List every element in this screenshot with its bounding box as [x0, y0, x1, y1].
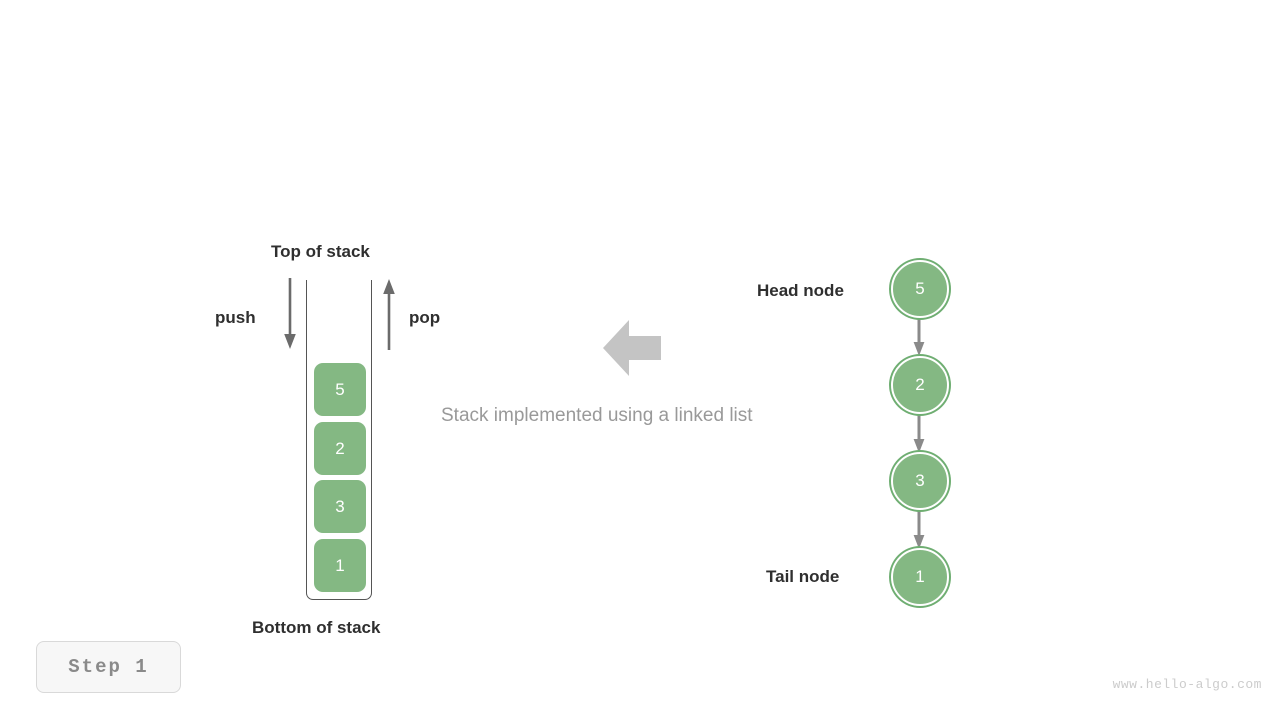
- link-arrow-icon: [913, 508, 925, 549]
- watermark: www.hello-algo.com: [1112, 677, 1262, 692]
- tail-node-label: Tail node: [766, 567, 840, 586]
- stack-block: 1: [314, 539, 366, 592]
- stack-container: 5 2 3 1: [306, 280, 372, 600]
- linked-list-node: 5: [891, 260, 949, 318]
- link-arrow-icon: [913, 315, 925, 356]
- step-badge-label: Step 1: [68, 656, 149, 678]
- linked-list-node: 1: [891, 548, 949, 606]
- link-arrow-icon: [913, 412, 925, 453]
- pop-arrow-icon: [383, 279, 395, 350]
- linked-list-node: 2: [891, 356, 949, 414]
- center-caption: Stack implemented using a linked list: [441, 405, 753, 426]
- push-arrow-icon: [284, 278, 296, 349]
- head-node-label: Head node: [757, 281, 844, 300]
- linked-list-node: 3: [891, 452, 949, 510]
- top-of-stack-label: Top of stack: [271, 242, 370, 261]
- pop-label: pop: [409, 308, 441, 327]
- stack-block: 2: [314, 422, 366, 475]
- left-arrow-icon: [603, 320, 661, 376]
- bottom-of-stack-label: Bottom of stack: [252, 618, 381, 637]
- stack-block: 5: [314, 363, 366, 416]
- stack-block: 3: [314, 480, 366, 533]
- push-label: push: [215, 308, 256, 327]
- step-badge: Step 1: [36, 641, 181, 693]
